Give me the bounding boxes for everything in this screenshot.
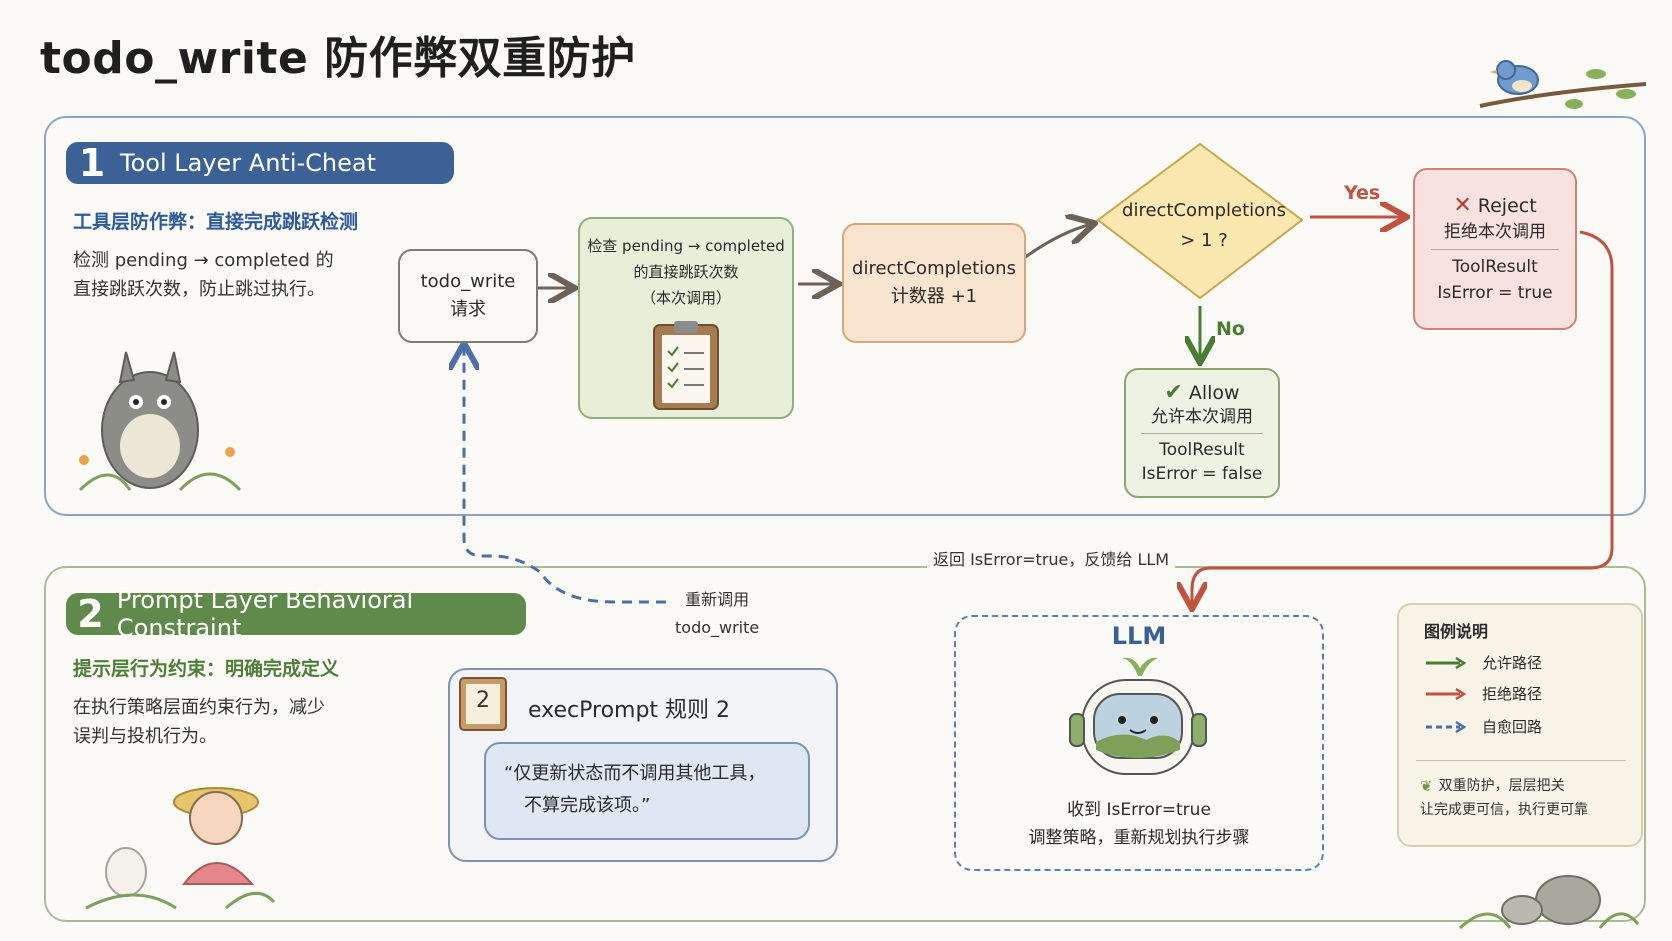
girl-illustration — [85, 787, 276, 910]
section-1-number: 1 — [78, 141, 106, 185]
legend-title: 图例说明 — [1424, 622, 1489, 641]
arrow-counter-to-decision — [1023, 224, 1092, 260]
arrow-reject-to-llm — [1192, 230, 1614, 606]
checkmark-icon: ✔ — [1164, 379, 1183, 405]
legend-note-text-1: 双重防护，层层把关 — [1438, 778, 1565, 794]
arrow-retry-loop — [464, 346, 666, 604]
legend-allow-label: 允许路径 — [1482, 654, 1543, 672]
allow-result-line-1: ToolResult — [1159, 439, 1245, 460]
decision-line-1: directCompletions — [1122, 200, 1286, 221]
request-line-1: todo_write — [420, 271, 516, 292]
check-line-1: 检查 pending → completed — [587, 237, 785, 255]
check-line-3: （本次调用） — [640, 289, 731, 307]
legend-reject-row: 拒绝路径 — [1424, 683, 1542, 704]
todo-write-request-node: todo_write 请求 — [398, 249, 538, 343]
book-number: 2 — [476, 688, 490, 713]
allow-header: ✔ Allow — [1164, 379, 1240, 405]
decision-diamond — [1096, 142, 1304, 300]
legend-note-line-2: 让完成更可信，执行更可靠 — [1420, 802, 1588, 818]
llm-title: LLM — [1111, 622, 1167, 650]
section-2-subtitle: 提示层行为约束：明确完成定义 — [73, 658, 340, 680]
clipboard-checklist-icon — [653, 321, 719, 410]
retry-line-2: todo_write — [675, 618, 760, 637]
llm-line-2: 调整策略，重新规划执行步骤 — [1028, 828, 1250, 848]
page-title: todo_write 防作弊双重防护 — [40, 33, 636, 84]
reject-header: ✕ Reject — [1453, 193, 1536, 219]
reject-title: Reject — [1477, 194, 1537, 217]
reject-result-line-1: ToolResult — [1452, 256, 1538, 277]
section-1-label: Tool Layer Anti-Cheat — [120, 149, 377, 177]
book-icon — [459, 677, 507, 731]
legend-retry-label: 自愈回路 — [1482, 718, 1543, 736]
section-1-frame — [44, 116, 1646, 516]
section-2-description: 在执行策略层面约束行为，减少 误判与投机行为。 — [73, 693, 373, 751]
exec-prompt-title: execPrompt 规则 2 — [528, 698, 731, 723]
section-2-badge: 2 Prompt Layer Behavioral Constraint — [66, 586, 526, 642]
section-2-number: 2 — [77, 592, 104, 636]
leaf-icon: ❦ — [1420, 777, 1433, 795]
feedback-label: 返回 IsError=true，反馈给 LLM — [927, 546, 1176, 570]
legend-reject-label: 拒绝路径 — [1482, 685, 1543, 703]
quote-line-1: “仅更新状态而不调用其他工具， — [504, 763, 766, 784]
legend-allow-row: 允许路径 — [1424, 652, 1542, 673]
retry-label: 重新调用 todo_write — [675, 586, 759, 642]
allow-divider — [1141, 432, 1263, 434]
counter-line-1: directCompletions — [852, 258, 1016, 279]
section-1-desc-line-1: 检测 pending → completed 的 — [73, 250, 334, 271]
yes-label: Yes — [1344, 182, 1381, 204]
counter-line-2: 计数器 +1 — [890, 286, 978, 307]
reject-divider — [1431, 248, 1559, 250]
reject-subtitle: 拒绝本次调用 — [1444, 221, 1546, 242]
section-1-description: 检测 pending → completed 的 直接跳跃次数，防止跳过执行。 — [73, 246, 363, 304]
section-2-frame — [44, 566, 1646, 922]
rocks-plants-illustration — [1458, 875, 1640, 930]
legend-note: ❦ 双重防护，层层把关 让完成更可信，执行更可靠 — [1420, 774, 1630, 822]
section-2-label: Prompt Layer Behavioral Constraint — [116, 586, 414, 642]
legend-divider — [1416, 760, 1626, 761]
counter-node: directCompletions 计数器 +1 — [842, 223, 1026, 343]
legend-green-arrow-icon — [1426, 656, 1467, 669]
decision-label: directCompletions > 1 ? — [1112, 196, 1296, 256]
allow-result-line-2: IsError = false — [1141, 463, 1263, 484]
reject-result-line-2: IsError = true — [1437, 282, 1553, 303]
section-1-subtitle: 工具层防作弊：直接完成跳跃检测 — [73, 211, 359, 233]
decision-line-2: > 1 ? — [1180, 230, 1228, 251]
request-line-2: 请求 — [450, 299, 486, 320]
section-1-desc-line-2: 直接跳跃次数，防止跳过执行。 — [73, 279, 325, 300]
allow-title: Allow — [1188, 381, 1240, 404]
legend-red-arrow-icon — [1426, 687, 1467, 700]
legend-retry-row: 自愈回路 — [1424, 716, 1542, 737]
retry-line-1: 重新调用 — [685, 590, 750, 609]
exec-prompt-quote: “仅更新状态而不调用其他工具， 不算完成该项。” — [484, 742, 810, 840]
llm-text: 收到 IsError=true 调整策略，重新规划执行步骤 — [954, 796, 1324, 852]
quote-line-2: 不算完成该项。” — [524, 795, 651, 816]
legend-note-line-1: ❦ 双重防护，层层把关 — [1420, 774, 1630, 798]
section-1-badge: 1 Tool Layer Anti-Cheat — [66, 141, 454, 185]
legend-dashed-arrow-icon — [1426, 720, 1467, 733]
allow-subtitle: 允许本次调用 — [1151, 406, 1253, 427]
check-line-2: 的直接跳跃次数 — [633, 263, 739, 281]
check-jump-node: 检查 pending → completed 的直接跳跃次数 （本次调用） — [578, 217, 794, 419]
allow-node: ✔ Allow 允许本次调用 ToolResult IsError = fals… — [1124, 368, 1280, 498]
section-2-desc-line-1: 在执行策略层面约束行为，减少 — [73, 697, 325, 718]
cross-icon: ✕ — [1453, 192, 1472, 218]
section-2-desc-line-2: 误判与投机行为。 — [73, 726, 217, 747]
llm-line-1: 收到 IsError=true — [1067, 800, 1211, 820]
robot-icon — [1069, 657, 1207, 775]
no-label: No — [1216, 318, 1245, 340]
reject-node: ✕ Reject 拒绝本次调用 ToolResult IsError = tru… — [1413, 168, 1577, 330]
bird-on-branch-illustration — [1479, 60, 1647, 109]
totoro-illustration — [78, 351, 242, 492]
